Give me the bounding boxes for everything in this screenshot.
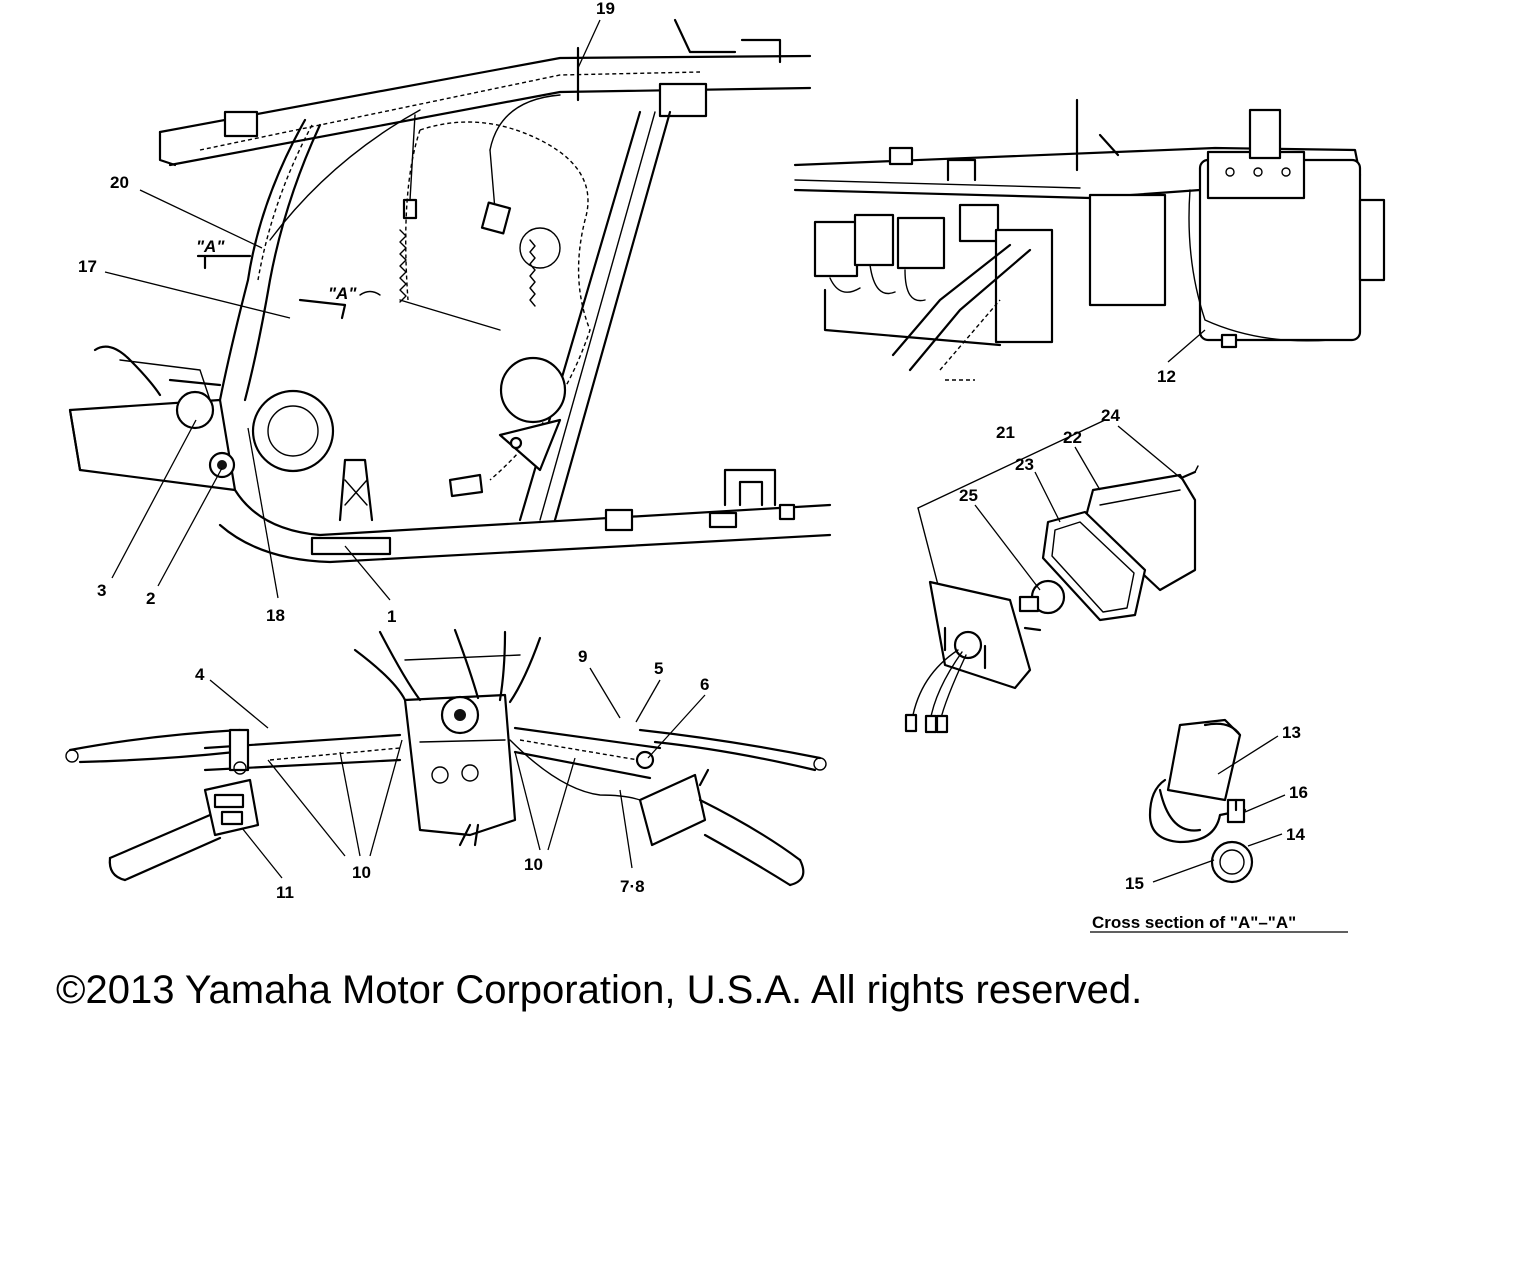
callout-4: 4 xyxy=(195,665,205,684)
cross-section-illustration xyxy=(1148,718,1254,884)
callout-6: 6 xyxy=(700,675,709,694)
copyright-notice: ©2013 Yamaha Motor Corporation, U.S.A. A… xyxy=(56,968,1143,1012)
callout-10-left: 10 xyxy=(352,863,371,882)
callout-17: 17 xyxy=(78,257,97,276)
callout-15: 15 xyxy=(1125,874,1144,893)
callout-7-8: 7·8 xyxy=(620,877,645,896)
callout-19: 19 xyxy=(596,0,615,18)
handlebar-illustration xyxy=(65,628,827,887)
callout-18: 18 xyxy=(266,606,285,625)
callout-20: 20 xyxy=(110,173,129,192)
callout-22: 22 xyxy=(1063,428,1082,447)
callout-9: 9 xyxy=(578,647,587,666)
callout-21: 21 xyxy=(996,423,1015,442)
section-mark-a-left: "A" xyxy=(196,237,225,256)
section-mark-a-right: "A" xyxy=(328,284,357,303)
lamp-assembly-illustration xyxy=(904,419,1199,734)
leader-lines xyxy=(104,19,1348,933)
callout-2: 2 xyxy=(146,589,155,608)
callout-labels: 19 20 17 3 2 18 1 12 24 21 22 23 25 4 9 … xyxy=(78,0,1308,902)
cross-section-caption: Cross section of "A"–"A" xyxy=(1092,913,1296,932)
callout-12: 12 xyxy=(1157,367,1176,386)
battery-box-illustration xyxy=(793,98,1386,381)
callout-16: 16 xyxy=(1289,783,1308,802)
callout-24: 24 xyxy=(1101,406,1120,425)
callout-3: 3 xyxy=(97,581,106,600)
frame-harness-illustration xyxy=(68,18,832,564)
callout-23: 23 xyxy=(1015,455,1034,474)
callout-25: 25 xyxy=(959,486,978,505)
callout-14: 14 xyxy=(1286,825,1305,844)
callout-1: 1 xyxy=(387,607,396,626)
callout-5: 5 xyxy=(654,659,663,678)
callout-10-right: 10 xyxy=(524,855,543,874)
callout-11: 11 xyxy=(276,883,294,902)
callout-13: 13 xyxy=(1282,723,1301,742)
